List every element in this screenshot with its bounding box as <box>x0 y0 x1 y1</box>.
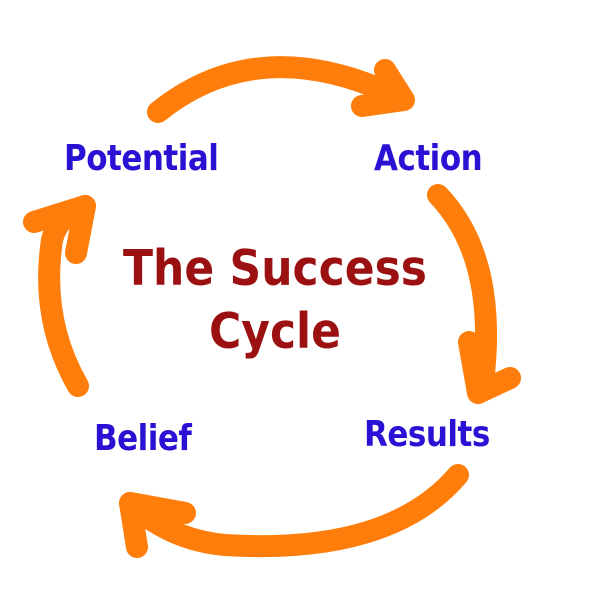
diagram-title: The Success Cycle <box>0 238 550 363</box>
node-potential: Potential <box>64 138 219 180</box>
node-belief: Belief <box>94 418 192 460</box>
arrow-action-to-results-icon <box>427 184 521 404</box>
node-results: Results <box>364 414 490 456</box>
title-line-2: Cycle <box>209 302 341 361</box>
arrow-results-to-belief-icon <box>119 464 469 558</box>
node-action: Action <box>374 138 483 180</box>
title-line-1: The Success <box>123 240 427 298</box>
arrow-potential-to-action-icon <box>147 56 415 123</box>
arrow-belief-to-potential-icon <box>23 195 96 397</box>
